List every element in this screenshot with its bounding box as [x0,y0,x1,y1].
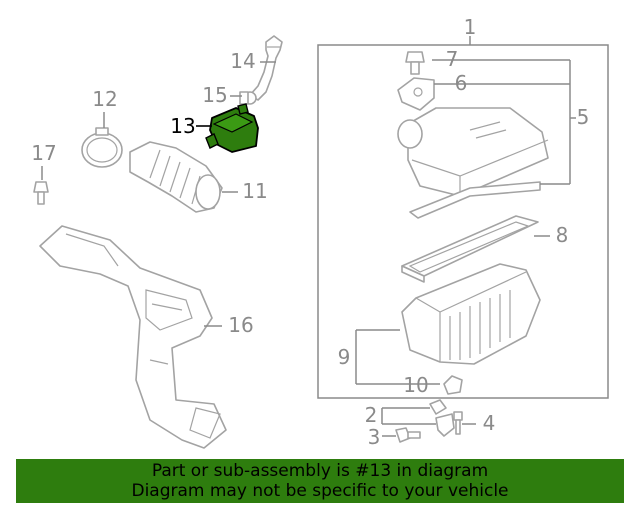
callout-2: 2 [365,403,378,427]
callout-16: 16 [228,313,253,337]
callout-12: 12 [92,87,117,111]
part-15-clip [239,91,257,105]
callout-15: 15 [202,83,227,107]
part-8-filter [401,215,539,283]
callout-8: 8 [556,223,569,247]
banner-line-1: Part or sub-assembly is #13 in diagram [151,461,489,481]
part-10-grommet [443,375,463,395]
part-12-clamp [81,127,123,168]
callout-9: 9 [338,345,351,369]
part-7-bolt [405,51,425,75]
part-9-lower-case [401,263,541,365]
part-2-clip [429,399,447,415]
part-5-upper-cover [397,107,549,197]
callout-7: 7 [446,47,459,71]
parts-diagram: 1 2 3 4 5 6 7 8 9 10 11 12 13 14 15 16 1… [31,15,609,449]
part-13-highlighted [205,103,259,153]
banner-line-2: Diagram may not be specific to your vehi… [131,481,509,501]
part-16-inlet-duct [39,225,227,449]
part-5-seal [409,181,541,219]
callout-4: 4 [483,411,496,435]
part-11-intake-hose [129,141,223,213]
part-14-hose [249,35,283,101]
callout-10: 10 [403,373,428,397]
callout-6: 6 [455,71,468,95]
callout-11: 11 [242,179,267,203]
part-6-bracket [397,77,435,111]
part-4-bolt [453,411,463,435]
assembly-box [317,44,609,399]
callout-13: 13 [170,114,195,138]
callout-5: 5 [577,105,590,129]
callout-1: 1 [464,15,477,39]
part-2-bracket [435,413,455,437]
part-17-bolt [33,181,49,205]
callout-17: 17 [31,141,56,165]
part-3-bolt [395,427,421,443]
callout-14: 14 [230,49,255,73]
callout-3: 3 [368,425,381,449]
info-banner: Part or sub-assembly is #13 in diagram D… [16,459,624,503]
